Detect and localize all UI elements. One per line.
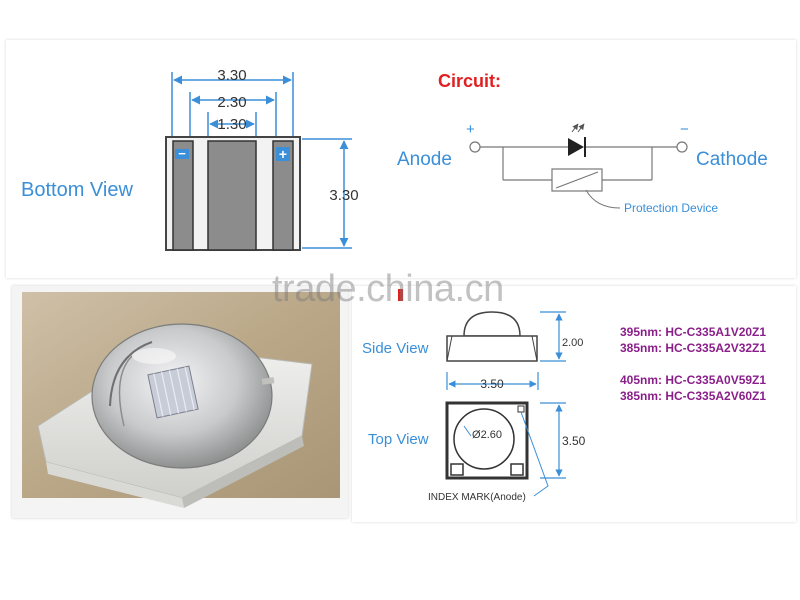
bottom-view-dimension-lines (171, 72, 352, 249)
top-view-drawing (445, 401, 529, 480)
circuit-wiring (469, 141, 688, 192)
cathode-label: Cathode (696, 149, 768, 170)
plus-mark: + (279, 146, 287, 162)
watermark: trade.china.cn (272, 268, 504, 310)
part-number-1: 395nm: HC-C335A1V20Z1 (620, 325, 766, 339)
minus-mark: − (178, 146, 186, 161)
top-view-dim-width: 3.50 (480, 377, 504, 391)
side-view-dim-lines (446, 311, 566, 479)
part-number-4: 385nm: HC-C335A2V60Z1 (620, 389, 766, 403)
minus-mark-bg (175, 149, 189, 159)
dim-middle-width: 2.30 (217, 94, 246, 111)
bottom-view-and-circuit-panel: Bottom View − + 3.30 2.30 1.30 3.30 (6, 40, 796, 278)
index-mark-label: INDEX MARK(Anode) (428, 492, 526, 503)
dim-pad-width: 1.30 (217, 116, 246, 133)
dim-height: 3.30 (329, 187, 358, 204)
circuit-title: Circuit: (438, 71, 501, 91)
plus-mark-bg (276, 147, 290, 161)
side-view-title: Side View (362, 340, 429, 357)
side-view-dim-height: 2.00 (562, 337, 583, 349)
anode-label: Anode (397, 149, 452, 170)
red-marker (398, 289, 403, 301)
top-view-dim-height: 3.50 (562, 434, 586, 448)
dims-diagram-svg: Side View Top View 2.00 3.50 3.50 (362, 311, 766, 503)
center-pad (207, 140, 257, 251)
anode-sign: + (466, 121, 475, 138)
led-photo (22, 292, 340, 508)
cathode-sign: − (680, 121, 689, 138)
top-view-dim-diameter: Ø2.60 (472, 429, 502, 441)
top-view-title: Top View (368, 431, 429, 448)
diode-icon (568, 123, 586, 157)
dim-total-width: 3.30 (217, 67, 246, 84)
part-number-3: 405nm: HC-C335A0V59Z1 (620, 373, 766, 387)
index-mark-leader (520, 411, 549, 497)
protection-label: Protection Device (624, 201, 718, 215)
bottom-view-title: Bottom View (21, 179, 133, 201)
right-pad (272, 140, 294, 251)
side-top-view-panel: Side View Top View 2.00 3.50 3.50 (352, 286, 796, 522)
protection-leader (585, 189, 621, 209)
led-photo-panel (12, 286, 348, 518)
side-view-drawing (446, 311, 538, 362)
part-number-2: 385nm: HC-C335A2V32Z1 (620, 341, 766, 355)
top-diagram-svg: Bottom View − + 3.30 2.30 1.30 3.30 (21, 67, 768, 251)
left-pad (172, 140, 194, 251)
